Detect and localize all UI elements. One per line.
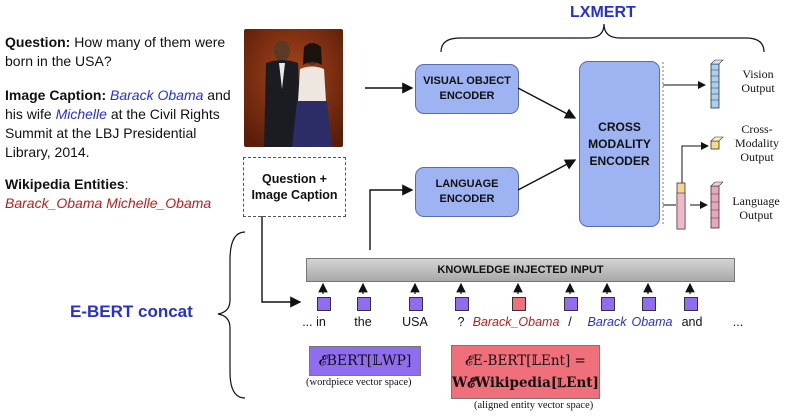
question-label: Question: [5, 34, 71, 50]
question-block: Question: How many of them were born in … [5, 33, 230, 71]
caption-mid: and his wife [5, 87, 231, 122]
wordpiece-token-text: Obama [631, 315, 673, 329]
vision-output-stack [710, 59, 724, 109]
token-text: / [568, 315, 572, 329]
question-caption-box: Question + Image Caption [243, 157, 346, 217]
wordpiece-token-text: Barack [587, 315, 627, 329]
token-text: USA [402, 315, 428, 329]
entity-token-text: Barack_Obama [472, 315, 560, 329]
token-text: the [354, 315, 372, 329]
bert-formula-caption: (wordpiece vector space) [306, 377, 412, 388]
entity-token-square [512, 297, 526, 311]
token-square [642, 297, 656, 311]
token-square [601, 297, 615, 311]
token-square [564, 297, 578, 311]
token-text: ... in [302, 315, 326, 329]
token-square [684, 297, 698, 311]
token-square [357, 297, 371, 311]
caption-rest: at the Civil Rights Summit at the LBJ Pr… [5, 106, 220, 160]
ebert-concat-label: E-BERT concat [70, 302, 193, 321]
caption-label: Image Caption: [5, 87, 107, 103]
knowledge-injected-input-bar: KNOWLEDGE INJECTED INPUT [306, 258, 735, 282]
lxmert-title: LXMERT [570, 4, 636, 21]
caption-entity-michelle: Michelle [55, 106, 107, 122]
ebert-formula-caption: (aligned entity vector space) [474, 400, 594, 411]
wiki-label: Wikipedia Entities [5, 176, 125, 192]
token-square [317, 297, 331, 311]
token-square [455, 297, 469, 311]
ebert-brace [217, 231, 246, 399]
obama-photo [244, 29, 343, 147]
language-encoder: LANGUAGE ENCODER [415, 167, 519, 217]
token-text: ... [732, 315, 744, 329]
token-text: and [681, 315, 703, 329]
caption-entity-barack: Barack Obama [110, 87, 204, 103]
question-text: How many of them were born in the USA? [5, 34, 226, 69]
ebert-formula-box: 𝓔E-BERT[𝕃Ent] = W𝓔Wikipedia[𝕃Ent] [451, 345, 600, 399]
token-square [409, 297, 423, 311]
token-text: ? [457, 315, 465, 329]
language-input-stack [676, 182, 686, 230]
lxmert-brace [440, 23, 765, 53]
bert-formula-box: 𝓔BERT[𝕃WP] [309, 346, 421, 376]
cross-modality-output-label: Cross-Modality Output [735, 122, 779, 164]
wiki-entities: Barack_Obama Michelle_Obama [5, 195, 212, 211]
vision-output-label: Vision Output [741, 67, 775, 95]
language-output-label: Language Output [732, 194, 780, 222]
cross-modality-encoder: CROSS MODALITY ENCODER [579, 61, 660, 227]
caption-block: Image Caption: Barack Obama and his wife… [5, 86, 237, 162]
visual-object-encoder: VISUAL OBJECT ENCODER [415, 64, 519, 114]
wiki-block: Wikipedia Entities: Barack_Obama Michell… [5, 176, 212, 211]
